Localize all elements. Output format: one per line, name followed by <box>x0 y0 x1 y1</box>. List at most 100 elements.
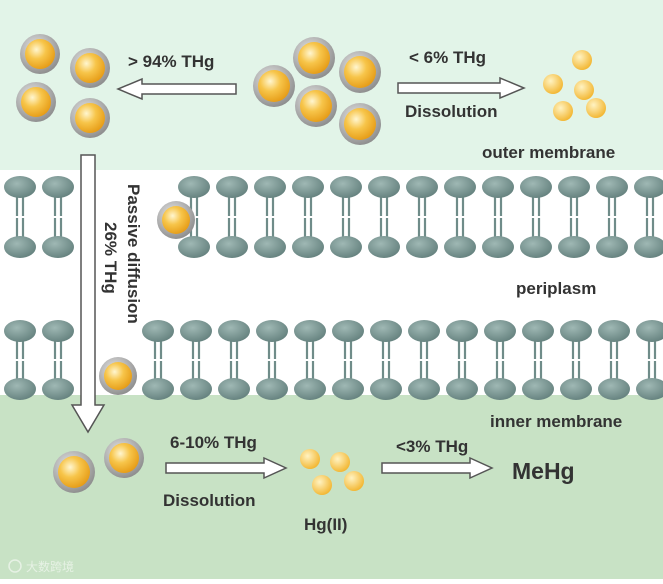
lipid-pair <box>256 320 288 400</box>
lipid-head <box>560 378 592 400</box>
lipid-head <box>522 320 554 342</box>
lipid-pair <box>142 320 174 400</box>
lipid-head <box>216 236 248 258</box>
lipid-head <box>558 176 590 198</box>
lipid-head <box>180 320 212 342</box>
label-hg2: Hg(II) <box>304 515 347 534</box>
ion <box>330 452 350 472</box>
lipid-gap <box>606 216 618 218</box>
lipid-head <box>42 378 74 400</box>
lipid-pair <box>42 320 74 400</box>
arrow-dissolution-bottom <box>165 456 288 480</box>
inner-membrane-bilayer <box>4 320 663 400</box>
lipid-gap <box>644 216 656 218</box>
lipid-head <box>482 236 514 258</box>
lipid-pair <box>254 176 286 258</box>
lipid-head <box>178 236 210 258</box>
lipid-gap <box>416 216 428 218</box>
arrow-methylation <box>381 456 494 480</box>
label-methyl-pct: <3% THg <box>396 437 468 456</box>
lipid-head <box>446 320 478 342</box>
lipid-head <box>330 176 362 198</box>
lipid-gap <box>378 216 390 218</box>
lipid-gap <box>456 359 468 361</box>
lipid-head <box>4 378 36 400</box>
label-dissolution-bottom: Dissolution <box>163 491 256 510</box>
ion <box>312 475 332 495</box>
lipid-gap <box>342 359 354 361</box>
lipid-gap <box>304 359 316 361</box>
lipid-head <box>406 176 438 198</box>
ion <box>574 80 594 100</box>
lipid-pair <box>482 176 514 258</box>
lipid-gap <box>264 216 276 218</box>
label-outer-pct: > 94% THg <box>128 52 214 71</box>
lipid-head <box>42 320 74 342</box>
lipid-gap <box>14 359 26 361</box>
label-outer-membrane: outer membrane <box>482 143 615 162</box>
nanoparticle-cluster-aggregated <box>16 34 110 138</box>
lipid-head <box>256 378 288 400</box>
lipid-pair <box>520 176 552 258</box>
arrow-aggregation <box>116 77 237 101</box>
nanoparticle <box>70 48 110 88</box>
lipid-head <box>4 176 36 198</box>
lipid-head <box>254 236 286 258</box>
lipid-head <box>4 236 36 258</box>
nanoparticle <box>339 51 381 93</box>
lipid-head <box>218 378 250 400</box>
lipid-pair <box>636 320 663 400</box>
lipid-head <box>636 378 663 400</box>
nanoparticle <box>104 438 144 478</box>
watermark: 大数跨境 <box>8 559 74 574</box>
arrow-passive-diffusion <box>70 154 106 434</box>
lipid-head <box>634 236 663 258</box>
lipid-gap <box>52 216 64 218</box>
lipid-head <box>178 176 210 198</box>
lipid-gap <box>418 359 430 361</box>
lipid-head <box>142 378 174 400</box>
label-inner-pct: 6-10% THg <box>170 433 257 452</box>
nanoparticle <box>53 451 95 493</box>
nanoparticle-cluster-source <box>253 37 381 145</box>
lipid-head <box>598 378 630 400</box>
label-passive-diffusion: Passive diffusion <box>124 184 143 324</box>
lipid-head <box>218 320 250 342</box>
lipid-gap <box>380 359 392 361</box>
lipid-pair <box>4 176 36 258</box>
nanoparticle <box>295 85 337 127</box>
nanoparticle <box>293 37 335 79</box>
nanoparticle <box>20 34 60 74</box>
lipid-pair <box>484 320 516 400</box>
lipid-pair <box>42 176 74 258</box>
lipid-gap <box>14 216 26 218</box>
lipid-pair <box>294 320 326 400</box>
lipid-pair <box>370 320 402 400</box>
lipid-gap <box>530 216 542 218</box>
lipid-head <box>560 320 592 342</box>
lipid-head <box>370 320 402 342</box>
arrow-dissolution-top <box>397 76 526 100</box>
lipid-pair <box>444 176 476 258</box>
lipid-head <box>256 320 288 342</box>
lipid-pair <box>596 176 628 258</box>
lipid-pair <box>406 176 438 258</box>
lipid-gap <box>454 216 466 218</box>
lipid-pair <box>446 320 478 400</box>
lipid-head <box>482 176 514 198</box>
nanoparticle <box>70 98 110 138</box>
lipid-gap <box>228 359 240 361</box>
lipid-gap <box>532 359 544 361</box>
outer-membrane-bilayer <box>4 176 663 258</box>
lipid-head <box>180 378 212 400</box>
label-dissolution-top: Dissolution <box>405 102 498 121</box>
label-mehg: MeHg <box>512 458 575 484</box>
lipid-head <box>42 176 74 198</box>
lipid-head <box>216 176 248 198</box>
lipid-gap <box>152 359 164 361</box>
label-periplasm: periplasm <box>516 279 596 298</box>
ion <box>553 101 573 121</box>
lipid-head <box>292 176 324 198</box>
